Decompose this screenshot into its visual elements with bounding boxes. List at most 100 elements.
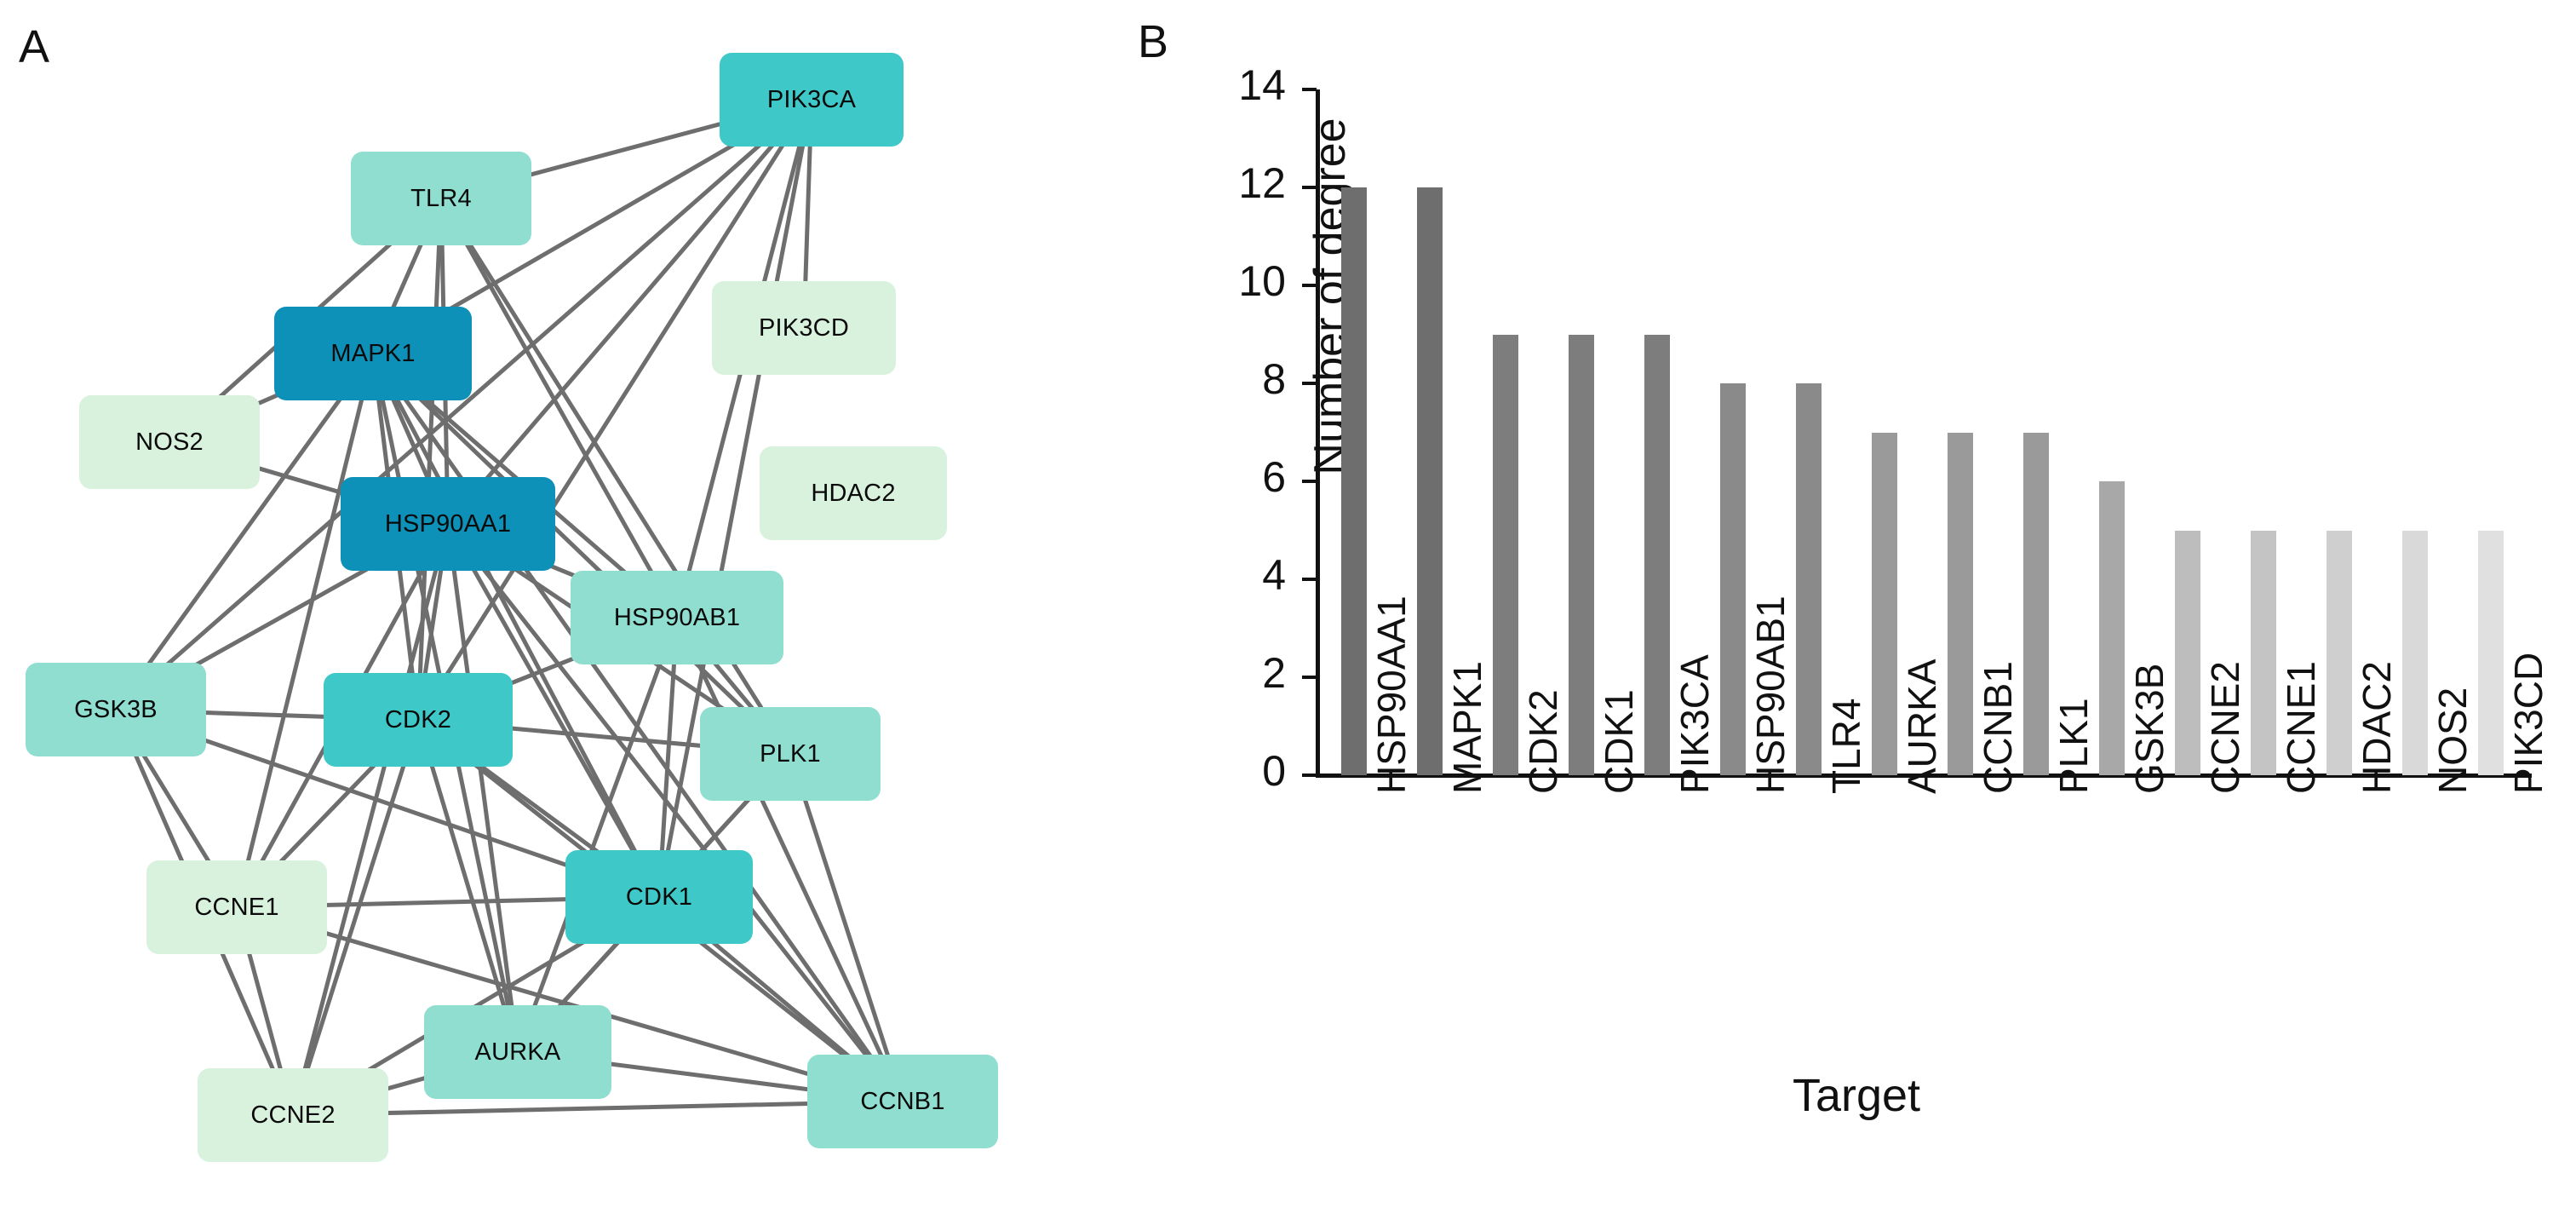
bar-hsp90ab1 [1719, 383, 1746, 775]
network-node-label: PLK1 [760, 739, 821, 768]
network-node-plk1[interactable]: PLK1 [700, 707, 881, 801]
network-node-aurka[interactable]: AURKA [424, 1005, 611, 1099]
panel-b-label: B [1138, 16, 1169, 67]
bar-cdk1 [1568, 334, 1594, 775]
network-node-cdk1[interactable]: CDK1 [565, 850, 753, 944]
x-tick-label: HSP90AB1 [1747, 595, 1793, 794]
network-node-gsk3b[interactable]: GSK3B [26, 663, 206, 756]
x-tick-label: CCNE2 [2203, 661, 2248, 794]
panel-a-label: A [19, 21, 50, 72]
y-tick-mark [1302, 382, 1317, 385]
y-tick-mark [1302, 480, 1317, 483]
network-edge [416, 717, 520, 1055]
bar-aurka [1871, 432, 1897, 775]
x-tick-label: PLK1 [2051, 698, 2097, 794]
network-node-ccnb1[interactable]: CCNB1 [807, 1055, 998, 1148]
network-edge [445, 521, 662, 900]
network-node-label: CDK2 [384, 705, 452, 733]
network-edge [370, 351, 662, 900]
network-node-label: PIK3CD [759, 313, 849, 342]
network-node-pik3ca[interactable]: PIK3CA [720, 53, 904, 147]
bar-cdk2 [1492, 334, 1518, 775]
y-tick-mark [1302, 676, 1317, 679]
bar-hsp90aa1 [1340, 187, 1367, 775]
network-node-label: GSK3B [74, 695, 158, 723]
network-node-label: CCNE2 [250, 1101, 336, 1129]
bar-pik3ca [1644, 334, 1670, 775]
network-node-pik3cd[interactable]: PIK3CD [712, 281, 896, 375]
x-tick-label: HDAC2 [2355, 661, 2400, 794]
x-tick-label: NOS2 [2430, 687, 2476, 794]
plot-area [1316, 89, 2529, 775]
network-node-ccne1[interactable]: CCNE1 [146, 860, 327, 954]
y-tick-mark [1302, 774, 1317, 777]
network-edge [657, 97, 814, 900]
network-edge [234, 905, 905, 1104]
network-node-ccne2[interactable]: CCNE2 [198, 1068, 388, 1162]
x-tick-label: HSP90AA1 [1368, 595, 1414, 794]
network-edge [445, 521, 905, 1104]
network-node-label: AURKA [474, 1038, 561, 1066]
network-node-label: CDK1 [625, 883, 693, 911]
network-node-hdac2[interactable]: HDAC2 [760, 446, 947, 540]
y-tick-label: 2 [1262, 649, 1286, 697]
network-edge [445, 97, 814, 526]
x-tick-label: CDK2 [1520, 689, 1565, 794]
network-edge [290, 717, 421, 1118]
y-tick-label: 12 [1238, 159, 1286, 207]
network-node-label: HSP90AB1 [613, 603, 741, 631]
bar-ccnb1 [1948, 432, 1974, 775]
x-tick-label: AURKA [1899, 659, 1944, 794]
y-axis-line [1316, 89, 1320, 777]
bar-mapk1 [1416, 187, 1443, 775]
network-node-cdk2[interactable]: CDK2 [324, 673, 513, 767]
y-tick-mark [1302, 186, 1317, 189]
x-tick-label: GSK3B [2127, 663, 2172, 794]
x-tick-label: CCNB1 [1976, 661, 2021, 794]
bar-gsk3b [2099, 481, 2126, 775]
network-edge [674, 615, 905, 1104]
network-node-label: NOS2 [135, 428, 204, 456]
y-tick-mark [1302, 284, 1317, 287]
y-tick-mark [1302, 88, 1317, 91]
x-tick-label: CCNE1 [2279, 661, 2324, 794]
bar-tlr4 [1795, 383, 1822, 775]
network-edge [370, 351, 793, 756]
bar-plk1 [2023, 432, 2050, 775]
x-axis-line [1316, 774, 2532, 778]
x-tick-label: CDK1 [1596, 689, 1641, 794]
y-tick-label: 4 [1262, 551, 1286, 599]
network-node-label: PIK3CA [766, 85, 857, 113]
bar-nos2 [2402, 530, 2429, 775]
network-node-label: TLR4 [410, 184, 472, 212]
network-edge [445, 521, 520, 1055]
network-edge [439, 196, 680, 620]
network-edge [113, 351, 376, 712]
y-tick-label: 6 [1262, 453, 1286, 501]
bar-ccne2 [2175, 530, 2201, 775]
network-edge [290, 1099, 905, 1118]
network-edge [788, 751, 905, 1104]
x-tick-label: TLR4 [1823, 698, 1868, 794]
y-tick-mark [1302, 578, 1317, 581]
network-node-hsp90aa1[interactable]: HSP90AA1 [341, 477, 555, 571]
network-node-label: MAPK1 [330, 339, 416, 367]
network-node-mapk1[interactable]: MAPK1 [274, 307, 472, 400]
network-node-label: HDAC2 [811, 479, 896, 507]
x-tick-label: PIK3CD [2506, 652, 2551, 794]
network-node-label: HSP90AA1 [384, 509, 512, 538]
y-tick-label: 10 [1238, 257, 1286, 305]
network-edge [234, 351, 376, 910]
network-edge [290, 521, 450, 1118]
network-node-label: CCNB1 [860, 1087, 945, 1115]
y-tick-label: 8 [1262, 355, 1286, 403]
network-node-hsp90ab1[interactable]: HSP90AB1 [571, 571, 783, 664]
network-edge [515, 615, 680, 1055]
network-node-nos2[interactable]: NOS2 [79, 395, 260, 489]
network-node-label: CCNE1 [194, 893, 279, 921]
network-edge [416, 97, 814, 722]
x-tick-label: MAPK1 [1444, 661, 1489, 794]
network-node-tlr4[interactable]: TLR4 [351, 152, 531, 245]
